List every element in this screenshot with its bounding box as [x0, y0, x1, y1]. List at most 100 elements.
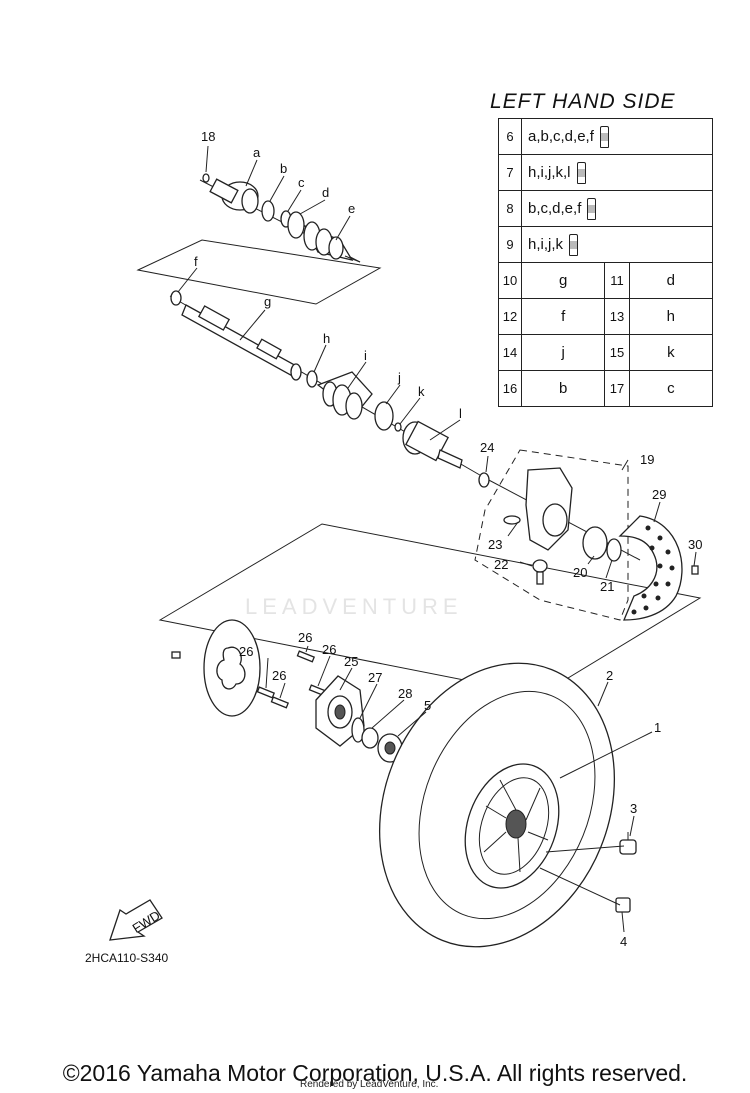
boot-e — [303, 221, 361, 263]
brake-guard-29 — [618, 515, 683, 621]
table-part-letter: d — [628, 262, 714, 299]
shaft-plane-outline — [136, 239, 382, 305]
callout-29: 29 — [652, 487, 666, 502]
callout-18: 18 — [201, 129, 215, 144]
band-j — [374, 401, 394, 431]
forward-arrow-icon — [109, 899, 163, 941]
table-ref-number: 12 — [498, 298, 522, 335]
side-title: LEFT HAND SIDE — [490, 90, 676, 113]
washer-27 — [351, 717, 365, 743]
table-ref-number: 10 — [498, 262, 522, 299]
callout-1: 1 — [654, 720, 661, 735]
table-ref-number: 7 — [498, 154, 522, 191]
table-ref-number: 16 — [498, 370, 522, 407]
table-part-letter: g — [520, 262, 606, 299]
table-row: 9 h,i,j,k — [498, 226, 713, 263]
table-ref-number: 17 — [604, 370, 630, 407]
callout-26-b: 26 — [272, 668, 286, 683]
callout-30: 30 — [688, 537, 702, 552]
callout-j: j — [397, 370, 401, 385]
washer-24 — [478, 472, 490, 488]
callout-i: i — [364, 348, 367, 363]
table-ref-number: 13 — [604, 298, 630, 335]
table-parts: a,b,c,d,e,f — [528, 127, 594, 145]
callout-23: 23 — [488, 537, 502, 552]
rendered-by-note: Rendered by LeadVenture, Inc. — [300, 1079, 439, 1090]
callout-h: h — [323, 331, 330, 346]
callout-g: g — [264, 294, 271, 309]
callout-21: 21 — [600, 579, 614, 594]
callout-2: 2 — [606, 668, 613, 683]
callout-k: k — [418, 384, 425, 399]
ball-joint-22 — [532, 559, 548, 585]
band-d — [287, 211, 305, 239]
callout-d: d — [322, 185, 329, 200]
table-ref-number: 8 — [498, 190, 522, 227]
callout-22: 22 — [494, 557, 508, 572]
table-ref-number: 14 — [498, 334, 522, 371]
callout-26-c: 26 — [298, 630, 312, 645]
callout-c: c — [298, 175, 305, 190]
table-row: 14 j 15 k — [498, 334, 714, 371]
clip-k — [394, 422, 402, 432]
outer-cv-joint — [402, 420, 463, 469]
wheel-nut-4 — [615, 897, 631, 913]
callout-a: a — [253, 145, 261, 160]
copyright-notice: ©2016 Yamaha Motor Corporation, U.S.A. A… — [62, 1060, 688, 1086]
callout-27: 27 — [368, 670, 382, 685]
callout-3: 3 — [630, 801, 637, 816]
collar-28 — [361, 727, 379, 749]
table-row: 10 g 11 d — [498, 262, 714, 299]
grease-tube-icon — [569, 233, 579, 256]
table-parts: h,i,j,k — [528, 235, 564, 253]
clip-23 — [503, 515, 521, 525]
callout-26-a: 26 — [239, 644, 253, 659]
bolt-30 — [691, 565, 699, 575]
boot-i — [316, 371, 373, 420]
table-part-letter: f — [520, 298, 606, 335]
table-ref-number: 6 — [498, 118, 522, 155]
table-row: 16 b 17 c — [498, 370, 714, 407]
table-part-letter: c — [628, 370, 714, 407]
callout-l: l — [459, 406, 462, 421]
grease-tube-icon — [587, 197, 597, 220]
table-part-letter: k — [628, 334, 714, 371]
table-row: 8 b,c,d,e,f — [498, 190, 713, 227]
clip-f — [170, 290, 182, 306]
valve-3 — [619, 832, 637, 855]
left-hand-side-table: 6 a,b,c,d,e,f 7 h,i,j,k,l 8 b,c,d,e,f 9 … — [498, 118, 714, 407]
table-ref-number: 9 — [498, 226, 522, 263]
table-part-letter: j — [520, 334, 606, 371]
diagram-code: 2HCA110-S340 — [85, 951, 169, 965]
knuckle-assembly-outline — [474, 449, 629, 621]
callout-e: e — [348, 201, 355, 216]
callout-5: 5 — [424, 698, 431, 713]
callout-25: 25 — [344, 654, 358, 669]
callout-f: f — [194, 254, 198, 269]
inner-cv-joint — [209, 178, 259, 214]
table-part-letter: b — [520, 370, 606, 407]
table-row: 6 a,b,c,d,e,f — [498, 118, 713, 155]
table-ref-number: 15 — [604, 334, 630, 371]
watermark-text: LEADVENTURE — [245, 594, 463, 619]
grease-tube-icon — [576, 161, 586, 184]
callout-26-d: 26 — [322, 642, 336, 657]
bearing-20 — [582, 526, 608, 560]
table-parts: b,c,d,e,f — [528, 199, 582, 217]
table-row: 7 h,i,j,k,l — [498, 154, 713, 191]
grease-tube-icon — [599, 125, 609, 148]
shaft-g — [181, 304, 302, 381]
wheel-rim-1 — [464, 763, 560, 889]
knuckle-19 — [525, 467, 573, 551]
table-parts: h,i,j,k,l — [528, 163, 571, 181]
table-row: 12 f 13 h — [498, 298, 714, 335]
clip-h — [306, 370, 318, 388]
callout-20: 20 — [573, 565, 587, 580]
circlip-21 — [606, 538, 622, 562]
callout-24: 24 — [480, 440, 494, 455]
clip-18 — [202, 173, 210, 183]
hub-plane-outline — [158, 523, 702, 696]
table-part-letter: h — [628, 298, 714, 335]
brake-disc — [171, 619, 261, 717]
